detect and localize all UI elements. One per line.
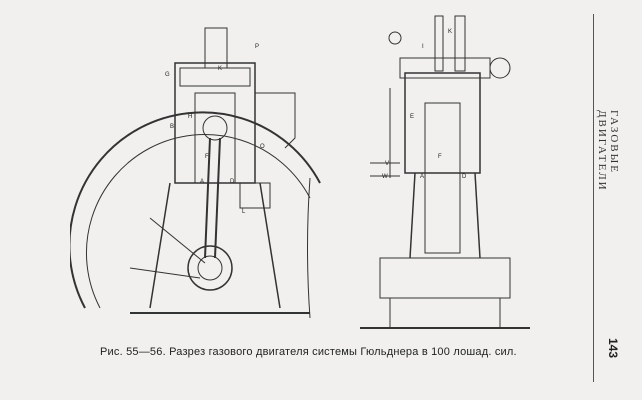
foundation [389, 297, 501, 329]
valve-chest [399, 57, 491, 79]
crankshaft [197, 255, 223, 281]
left-part-label: O [260, 144, 265, 150]
lever-arms [370, 162, 400, 177]
margin-rule [593, 14, 594, 382]
right-part-label: F [438, 154, 442, 160]
connecting-rod [204, 137, 211, 259]
left-part-label: B [170, 124, 174, 130]
left-part-label: H [188, 114, 192, 120]
left-part-label: L [242, 209, 246, 215]
flywheel-spoke [129, 267, 201, 279]
right-part-label: E [410, 114, 414, 120]
left-part-label: A [200, 179, 204, 185]
side-valve-box [239, 182, 271, 209]
valve-housing [204, 27, 228, 69]
right-part-label: K [448, 29, 452, 35]
piston-bore [424, 102, 461, 254]
valve-stem [454, 15, 466, 72]
crankcase [379, 257, 511, 299]
cylinder-head [179, 67, 251, 87]
frame-leg [409, 172, 416, 259]
fuel-pipe [307, 177, 311, 319]
right-part-labels: I K E F V W A D [382, 29, 467, 180]
right-part-label: D [462, 174, 467, 180]
left-part-label: P [255, 44, 259, 50]
flywheel-inner-rim [86, 134, 311, 309]
connecting-rod [214, 137, 221, 259]
right-part-label: I [422, 44, 424, 50]
handwheel [388, 31, 402, 45]
piston-pin [202, 115, 228, 141]
engine-cross-section-figure: G B H F A D K P O L I K E F V W A D [70, 8, 540, 343]
cylinder-bore [194, 92, 236, 184]
valve-stem [434, 15, 444, 72]
cylinder-section [404, 72, 481, 174]
page-number: 143 [606, 338, 620, 359]
engine-frame [149, 182, 281, 309]
cylinder-casing [174, 62, 256, 184]
left-part-labels: G B H F A D K P O L [165, 44, 265, 215]
frame-leg [474, 172, 481, 259]
running-head: ГАЗОВЫЕ ДВИГАТЕЛИ [596, 110, 620, 192]
right-part-label: V [385, 161, 389, 167]
crank [187, 245, 233, 291]
right-part-label: A [420, 174, 424, 180]
left-part-label: F [205, 154, 209, 160]
eccentric-wheel [489, 57, 511, 79]
left-part-label: D [230, 179, 235, 185]
engine-drawing: G B H F A D K P O L I K E F V W A D [70, 15, 530, 329]
governor-linkage [255, 92, 296, 149]
right-part-label: W [382, 174, 388, 180]
flywheel-spoke [149, 217, 206, 264]
flywheel-rim [70, 111, 321, 309]
figure-caption: Рис. 55—56. Разрез газового двигателя си… [100, 346, 517, 358]
left-part-label: G [165, 72, 170, 78]
left-part-label: K [218, 66, 222, 72]
